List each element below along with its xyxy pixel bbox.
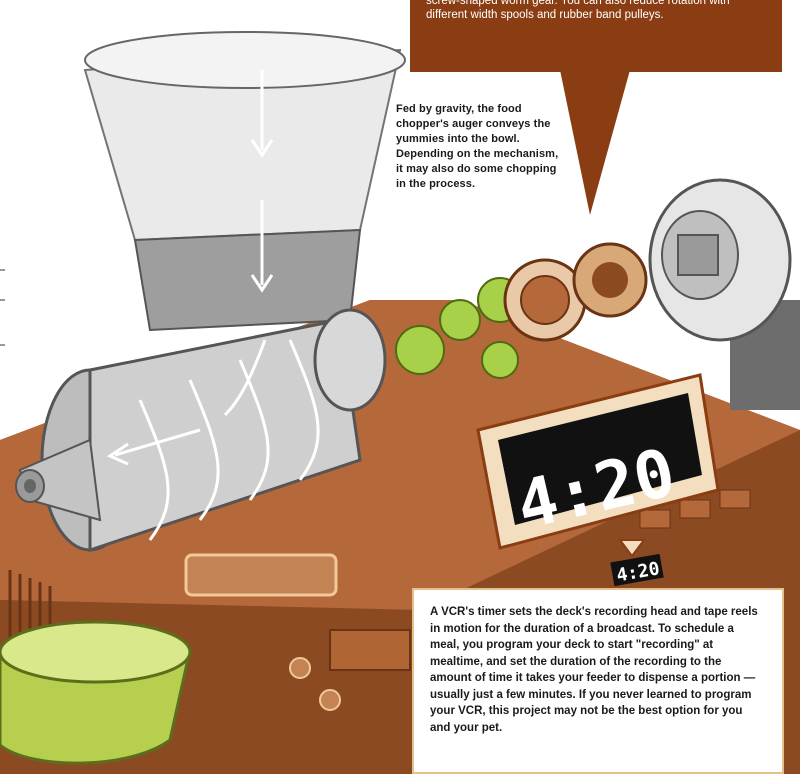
food-chopper: [15, 31, 406, 553]
auger-caption: Fed by gravity, the food chopper's auger…: [396, 103, 559, 190]
pulley-spool: [648, 178, 800, 410]
gear-train: [395, 242, 648, 379]
edge-ticks: [0, 269, 5, 346]
vcr-timer-caption: A VCR's timer sets the deck's recording …: [412, 588, 784, 774]
pet-bowl: [0, 620, 192, 765]
worm-gear-callout-text: screw-shaped worm gear. You can also red…: [426, 0, 730, 21]
worm-gear-callout: screw-shaped worm gear. You can also red…: [410, 0, 782, 72]
callout-pointer: [560, 70, 630, 215]
vcr-timer-text: A VCR's timer sets the deck's recording …: [430, 606, 758, 734]
